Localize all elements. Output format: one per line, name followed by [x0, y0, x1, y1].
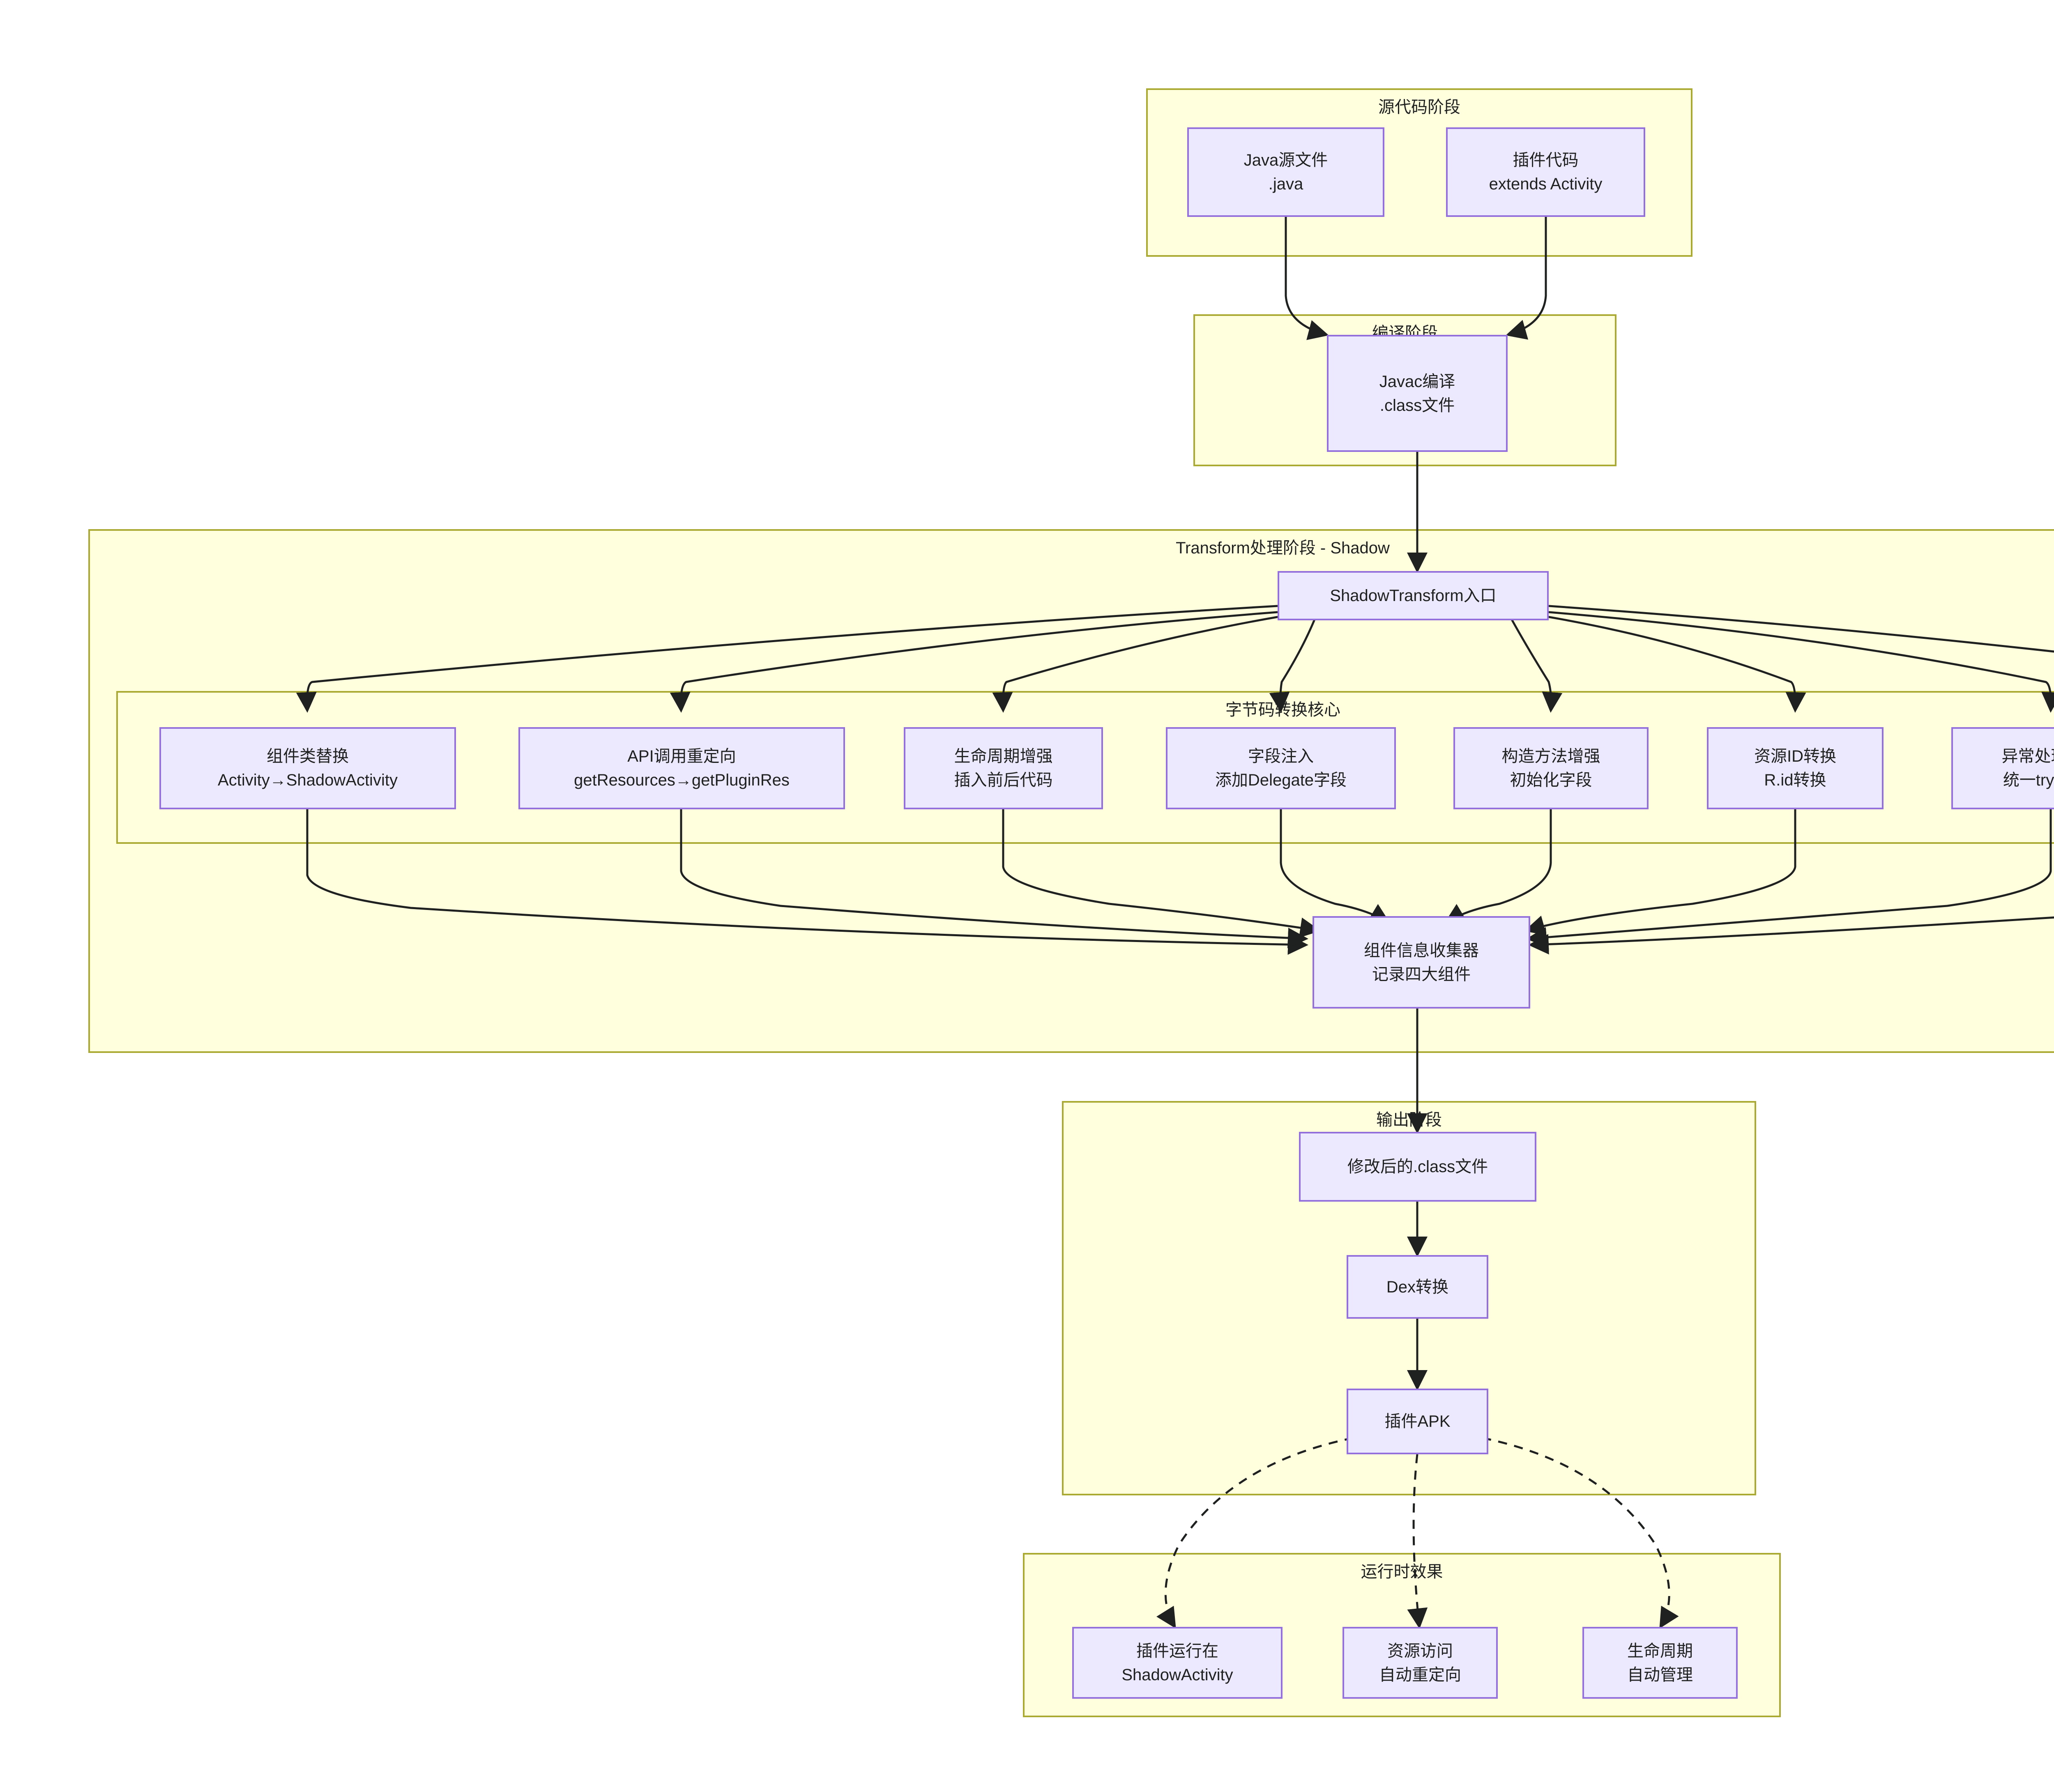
node-java-source-line2: .java	[1268, 175, 1303, 193]
node-runtime-lifecycle-manage-line1: 生命周期	[1627, 1642, 1693, 1660]
node-shadow-transform-entry-label: ShadowTransform入口	[1330, 587, 1497, 605]
node-runtime-lifecycle-manage-line2: 自动管理	[1627, 1665, 1693, 1684]
node-component-collector-line1: 组件信息收集器	[1364, 941, 1479, 960]
cluster-source-stage-label: 源代码阶段	[1378, 98, 1460, 116]
node-plugin-apk[interactable]: 插件APK	[1347, 1389, 1488, 1454]
node-runtime-resource-access-line1: 资源访问	[1387, 1642, 1453, 1660]
node-lifecycle-enhance-line2: 插入前后代码	[954, 771, 1053, 789]
node-javac-compile[interactable]: Javac编译 .class文件	[1327, 335, 1508, 452]
node-runtime-shadow-activity[interactable]: 插件运行在 ShadowActivity	[1072, 1627, 1283, 1699]
node-exception-enhance-line1: 异常处理增强	[2001, 747, 2054, 765]
node-field-injection[interactable]: 字段注入 添加Delegate字段	[1166, 727, 1396, 809]
node-lifecycle-enhance-line1: 生命周期增强	[954, 747, 1053, 765]
node-dex-convert-label: Dex转换	[1386, 1278, 1449, 1296]
node-java-source-line1: Java源文件	[1243, 151, 1328, 169]
node-plugin-apk-label: 插件APK	[1384, 1412, 1451, 1430]
node-modified-class-file[interactable]: 修改后的.class文件	[1299, 1132, 1536, 1202]
node-shadow-transform-entry[interactable]: ShadowTransform入口	[1278, 571, 1549, 620]
node-constructor-enhance-line2: 初始化字段	[1510, 771, 1592, 789]
node-runtime-lifecycle-manage[interactable]: 生命周期 自动管理	[1582, 1627, 1738, 1699]
cluster-transform-stage-label: Transform处理阶段 - Shadow	[1176, 539, 1390, 557]
node-runtime-resource-access[interactable]: 资源访问 自动重定向	[1342, 1627, 1498, 1699]
node-runtime-resource-access-line2: 自动重定向	[1379, 1665, 1461, 1684]
node-constructor-enhance-line1: 构造方法增强	[1501, 747, 1600, 765]
node-api-call-redirect-line1: API调用重定向	[627, 747, 736, 765]
node-lifecycle-enhance[interactable]: 生命周期增强 插入前后代码	[904, 727, 1103, 809]
node-exception-enhance-line2: 统一try-catch	[2003, 771, 2054, 789]
node-dex-convert[interactable]: Dex转换	[1347, 1255, 1488, 1319]
node-component-collector-line2: 记录四大组件	[1372, 965, 1471, 984]
node-plugin-code-line1: 插件代码	[1513, 151, 1579, 169]
node-modified-class-file-label: 修改后的.class文件	[1347, 1158, 1488, 1176]
node-resource-id-convert-line1: 资源ID转换	[1754, 747, 1836, 765]
node-resource-id-convert-line2: R.id转换	[1764, 771, 1826, 789]
cluster-bytecode-core-label: 字节码转换核心	[1225, 701, 1340, 719]
node-exception-enhance[interactable]: 异常处理增强 统一try-catch	[1951, 727, 2054, 809]
node-plugin-code[interactable]: 插件代码 extends Activity	[1446, 127, 1645, 217]
cluster-runtime-stage-label: 运行时效果	[1361, 1563, 1443, 1581]
node-component-class-replace-line1: 组件类替换	[267, 747, 349, 765]
node-runtime-shadow-activity-line1: 插件运行在	[1136, 1642, 1218, 1660]
node-api-call-redirect-line2: getResources→getPluginRes	[574, 771, 790, 789]
node-resource-id-convert[interactable]: 资源ID转换 R.id转换	[1707, 727, 1884, 809]
node-constructor-enhance[interactable]: 构造方法增强 初始化字段	[1453, 727, 1649, 809]
node-javac-compile-line1: Javac编译	[1379, 372, 1455, 391]
node-field-injection-line1: 字段注入	[1248, 747, 1314, 765]
node-api-call-redirect[interactable]: API调用重定向 getResources→getPluginRes	[518, 727, 845, 809]
node-java-source[interactable]: Java源文件 .java	[1187, 127, 1384, 217]
node-javac-compile-line2: .class文件	[1379, 396, 1455, 415]
node-component-class-replace[interactable]: 组件类替换 Activity→ShadowActivity	[159, 727, 456, 809]
node-runtime-shadow-activity-line2: ShadowActivity	[1121, 1665, 1233, 1684]
cluster-output-stage-label: 输出阶段	[1376, 1111, 1442, 1129]
node-component-collector[interactable]: 组件信息收集器 记录四大组件	[1313, 916, 1530, 1009]
node-field-injection-line2: 添加Delegate字段	[1215, 771, 1347, 789]
node-component-class-replace-line2: Activity→ShadowActivity	[218, 771, 398, 789]
node-plugin-code-line2: extends Activity	[1489, 175, 1603, 193]
